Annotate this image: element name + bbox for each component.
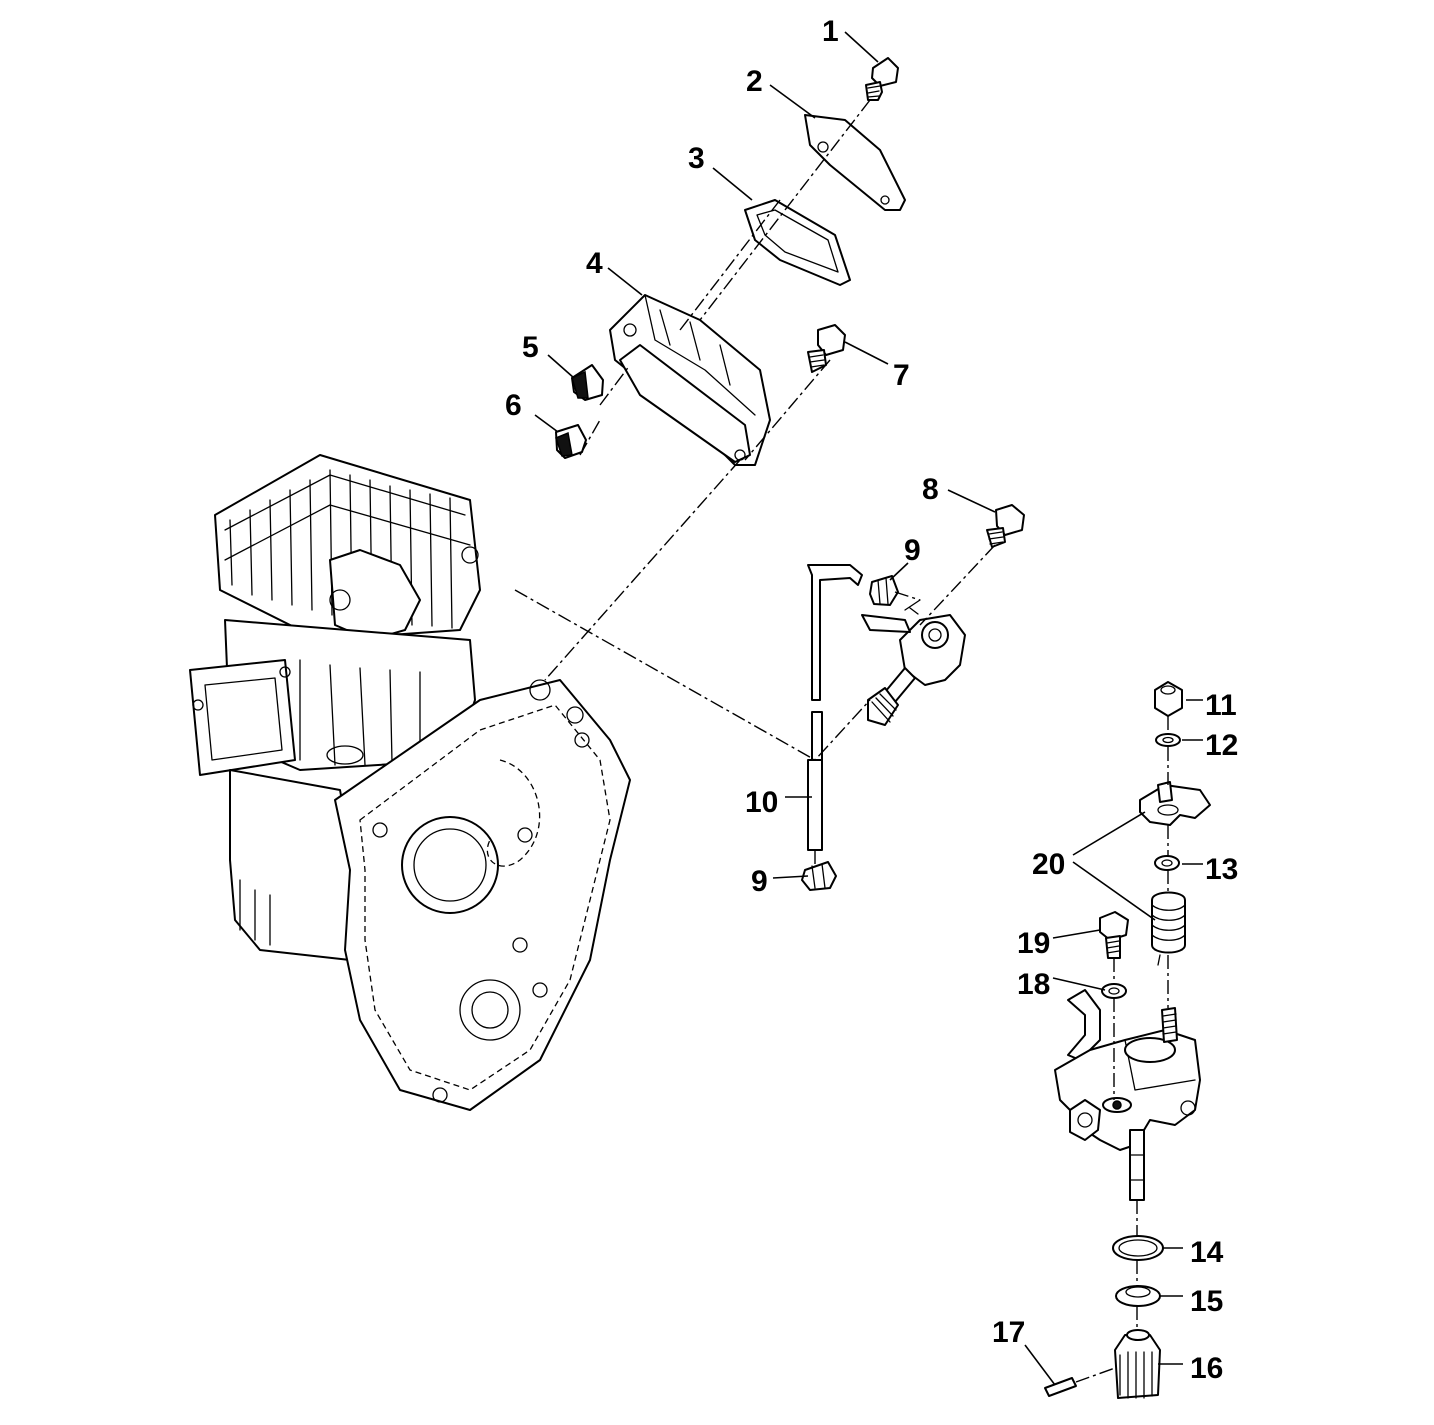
assembly-lines xyxy=(514,99,1169,1383)
callout-13: 13 xyxy=(1205,853,1238,886)
callout-15: 15 xyxy=(1190,1285,1223,1318)
callout-9-upper: 9 xyxy=(904,534,921,567)
callout-11: 11 xyxy=(1205,689,1237,722)
callout-numbers: 1 2 3 4 5 6 7 8 9 10 9 11 12 20 13 19 18… xyxy=(505,15,1238,1385)
callout-4: 4 xyxy=(586,247,603,280)
callout-19: 19 xyxy=(1017,927,1050,960)
part-6-grommet xyxy=(555,424,587,459)
callout-6: 6 xyxy=(505,389,522,422)
callout-5: 5 xyxy=(522,331,539,364)
engine-block xyxy=(189,454,631,1111)
callout-14: 14 xyxy=(1190,1236,1224,1269)
callout-18: 18 xyxy=(1017,968,1050,1001)
oil-pump-assembly-installed xyxy=(807,564,966,761)
part-11-nut xyxy=(1154,681,1183,717)
part-9-clamp-lower xyxy=(801,861,837,891)
part-5-grommet xyxy=(571,364,604,401)
part-20-spring xyxy=(1151,891,1186,966)
part-2-cover-plate xyxy=(804,114,906,211)
callout-10: 10 xyxy=(745,786,778,819)
callout-1: 1 xyxy=(822,15,839,48)
part-17-pin xyxy=(1044,1377,1077,1397)
oil-pump-body xyxy=(1054,989,1201,1201)
part-14-o-ring xyxy=(1112,1235,1164,1261)
part-8-screw xyxy=(986,504,1025,548)
callout-3: 3 xyxy=(688,142,705,175)
part-1-bolt xyxy=(865,57,899,101)
part-15-seal xyxy=(1115,1285,1161,1307)
part-18-washer xyxy=(1101,983,1127,999)
callout-2: 2 xyxy=(746,65,763,98)
part-10-hose xyxy=(807,759,823,851)
part-4-oil-box xyxy=(609,294,771,466)
callout-7: 7 xyxy=(893,359,910,392)
callout-12: 12 xyxy=(1205,729,1238,762)
leader-lines xyxy=(534,31,1203,1386)
part-7-screw xyxy=(807,324,846,373)
callout-8: 8 xyxy=(922,473,939,506)
callout-9-lower: 9 xyxy=(751,865,768,898)
part-9-clamp-upper xyxy=(869,575,899,606)
part-12-washer xyxy=(1155,733,1181,747)
callout-16: 16 xyxy=(1190,1352,1223,1385)
part-19-bolt xyxy=(1099,911,1129,959)
callout-20: 20 xyxy=(1032,848,1065,881)
callout-17: 17 xyxy=(992,1316,1025,1349)
part-20-lever xyxy=(1139,781,1211,826)
part-16-drive-gear xyxy=(1114,1329,1161,1399)
part-13-washer xyxy=(1154,855,1180,871)
